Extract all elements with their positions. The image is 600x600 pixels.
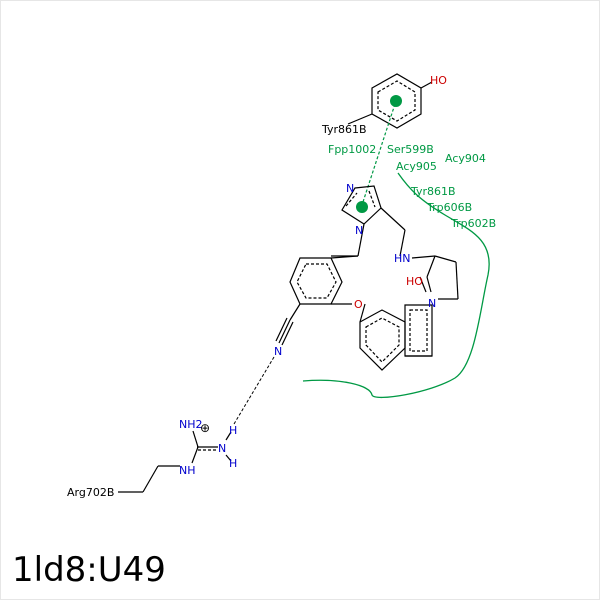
residue-label-acy905: Acy905: [396, 160, 437, 173]
ligand-skeleton-bonds: [289, 207, 459, 371]
imidazole-ring: [341, 185, 382, 225]
atom-label-ho-ring: HO: [406, 275, 423, 288]
pi-center-marker-imidazole: [356, 201, 368, 213]
residue-label-ser599b: Ser599B: [387, 143, 434, 156]
residue-label-arg702b: Arg702B: [67, 486, 114, 499]
nitrile-triple-bond: [275, 317, 294, 346]
tyrosine-ring: [347, 73, 433, 129]
complex-id-label: 1ld8:U49: [12, 550, 166, 590]
residue-label-tyr861b: Tyr861B: [410, 185, 456, 198]
atom-label-n-arginine: N: [218, 442, 226, 455]
residue-label-trp602b: Trp602B: [450, 217, 496, 230]
atom-label-ho-tyrosine: HO: [430, 74, 447, 87]
hydrophobic-contact-contour: [302, 172, 490, 399]
atom-label-n-imidazole-top: N: [346, 182, 354, 195]
residue-label-trp606b: Trp606B: [426, 201, 472, 214]
residue-label-tyr861b-top: Tyr861B: [321, 123, 367, 136]
atom-label-nh2: NH2: [179, 418, 203, 431]
hydrogen-bond-line: [233, 356, 275, 425]
atom-label-n-bicyclic: N: [428, 297, 436, 310]
atom-label-n-imidazole-bottom: N: [355, 224, 363, 237]
positive-charge-symbol: ⊕: [200, 421, 210, 435]
atom-label-h-upper: H: [229, 424, 237, 437]
arginine-guanidinium: [118, 430, 232, 493]
atom-label-o-ether: O: [354, 298, 363, 311]
pi-center-marker-tyrosine: [390, 95, 402, 107]
atom-label-n-nitrile: N: [274, 345, 282, 358]
pi-stacking-interaction-line: [361, 103, 396, 206]
atom-label-h-lower: H: [229, 457, 237, 470]
residue-label-acy904: Acy904: [445, 152, 486, 165]
atom-label-nh: NH: [179, 464, 196, 477]
atom-label-hn: HN: [394, 252, 411, 265]
residue-label-fpp1002: Fpp1002: [328, 143, 376, 156]
